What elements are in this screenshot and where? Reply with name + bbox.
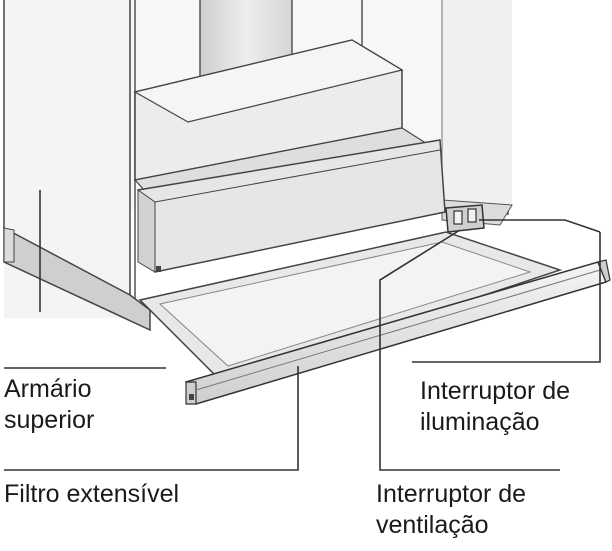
filter-front-bar: [184, 259, 611, 405]
label-armario-superior: Armário superior: [4, 374, 94, 436]
right-cabinet: [441, 0, 513, 226]
hood-lower-step: [137, 139, 446, 273]
label-armario-line2: superior: [4, 406, 95, 434]
label-ventilacao-line1: Interruptor de: [376, 480, 527, 508]
leader-ventilacao: [379, 229, 560, 471]
leader-iluminacao-top: [479, 219, 601, 233]
switch-box: [445, 204, 485, 233]
left-cabinet: [3, 0, 151, 332]
label-interruptor-ventilacao: Interruptor de ventilação: [376, 479, 526, 541]
label-armario-line1: Armário: [4, 375, 92, 403]
label-iluminacao-line1: Interruptor de: [420, 377, 571, 405]
label-filtro-extensivel: Filtro extensível: [4, 479, 179, 510]
leader-lines: [4, 190, 601, 471]
label-filtro-line1: Filtro extensível: [4, 480, 180, 508]
label-interruptor-iluminacao: Interruptor de iluminação: [420, 376, 570, 438]
label-iluminacao-line2: iluminação: [420, 408, 540, 436]
filter-tray: [138, 231, 563, 383]
leader-filtro: [4, 366, 299, 471]
label-ventilacao-line2: ventilação: [376, 511, 489, 539]
leader-iluminacao: [412, 232, 601, 363]
